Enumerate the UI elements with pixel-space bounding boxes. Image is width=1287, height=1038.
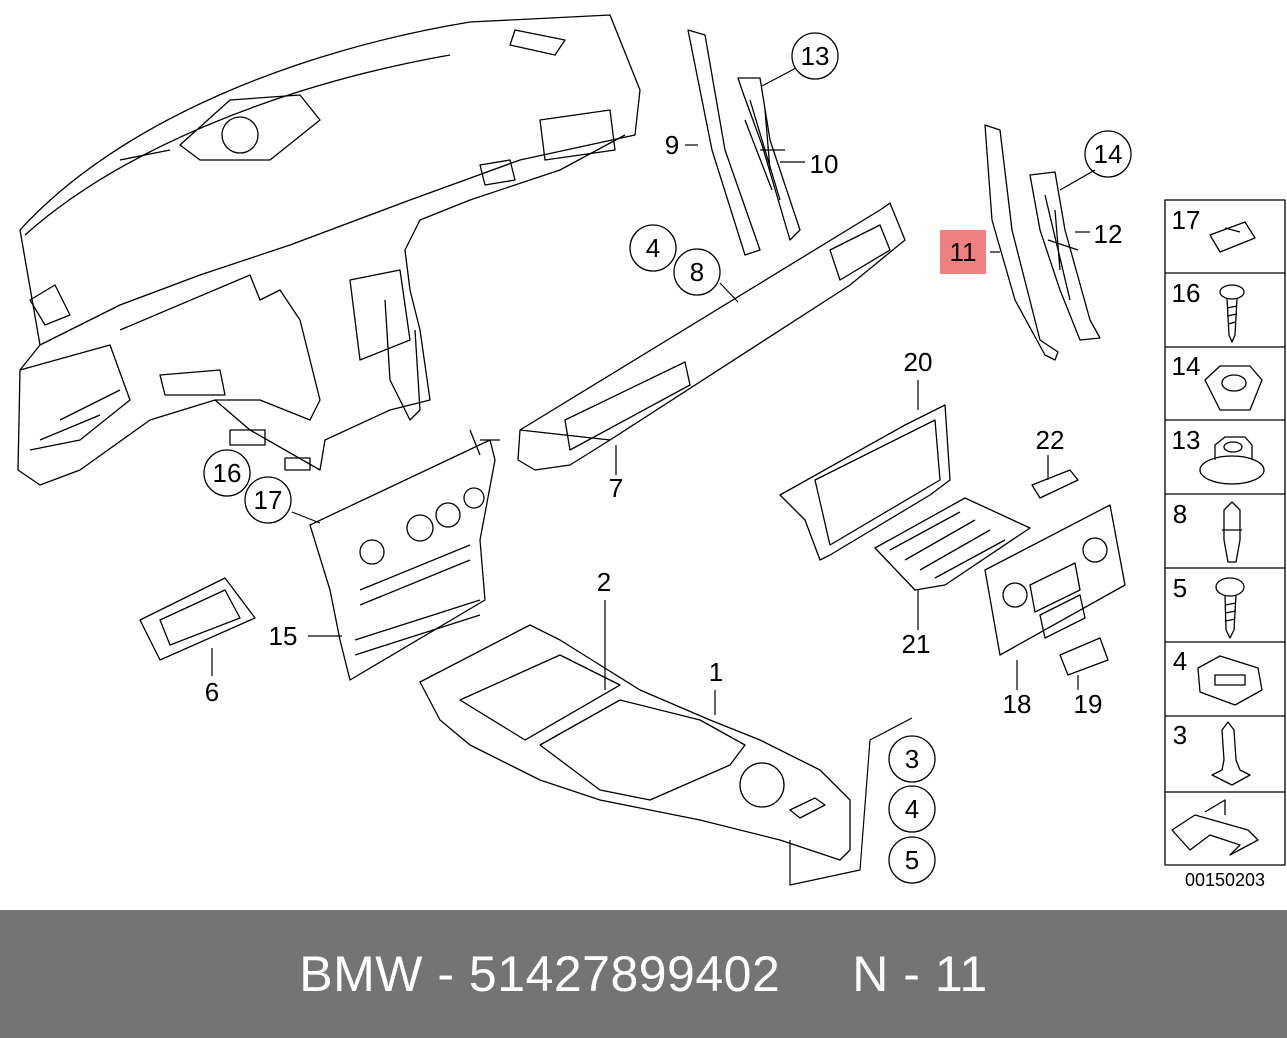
ref-label: N <box>852 946 889 1002</box>
ref-number: 11 <box>934 946 988 1002</box>
callout-10: 10 <box>810 149 839 179</box>
callout-18: 18 <box>1003 689 1032 719</box>
separator: - <box>422 946 469 1002</box>
callout-11: 11 <box>950 237 977 267</box>
callout-14: 14 <box>1094 139 1123 169</box>
callout-20: 20 <box>904 347 933 377</box>
part-19-cap <box>1059 637 1109 676</box>
callout-4: 4 <box>905 794 919 824</box>
dashboard-illustration <box>17 14 641 486</box>
part-21-mat <box>874 497 1031 591</box>
callout-16: 16 <box>213 458 242 488</box>
part-7-trim-strip <box>517 202 906 471</box>
callout-3: 3 <box>905 744 919 774</box>
leader-lines <box>211 67 1096 886</box>
sidebar-item-3: 3 <box>1173 720 1187 750</box>
part-18-panel <box>984 504 1126 656</box>
callout-7: 7 <box>609 473 623 503</box>
callout-1: 1 <box>709 657 723 687</box>
callout-11-highlight <box>940 230 986 274</box>
sidebar-legend <box>1164 199 1286 866</box>
separator: - <box>888 946 935 1002</box>
part-11-pillar-trim <box>984 124 1059 361</box>
part-15-center-panel <box>309 429 500 681</box>
hex-nut-icon <box>1204 365 1263 411</box>
stud-icon <box>1211 721 1251 786</box>
sidebar-item-14: 14 <box>1172 351 1201 381</box>
part-10-bracket <box>737 77 801 241</box>
part-6-trim <box>139 577 256 661</box>
callout-6: 6 <box>205 677 219 707</box>
part-12-bracket <box>1029 171 1101 341</box>
part-number: 51427899402 <box>468 946 781 1002</box>
callout-15: 15 <box>269 621 298 651</box>
part-info-banner: BMW - 51427899402 N - 11 <box>0 910 1287 1038</box>
callout-13: 13 <box>801 41 830 71</box>
callout-12: 12 <box>1094 219 1123 249</box>
part-22-cap <box>1031 469 1079 499</box>
sidebar-item-16: 16 <box>1172 278 1201 308</box>
part-20-frame <box>779 404 951 561</box>
sidebar-item-5: 5 <box>1173 573 1187 603</box>
clip-nut-icon <box>1209 221 1256 253</box>
flange-nut-icon <box>1199 436 1265 485</box>
spacer <box>780 945 852 1003</box>
part-1-center-console <box>419 624 851 861</box>
callout-19: 19 <box>1074 689 1103 719</box>
sidebar-item-13: 13 <box>1172 425 1201 455</box>
clip-icon <box>1197 655 1263 706</box>
screw-icon <box>1219 284 1245 343</box>
callout-9: 9 <box>665 130 679 160</box>
callout-17: 17 <box>254 485 283 515</box>
callout-2: 2 <box>597 567 611 597</box>
part-9-pillar-trim <box>687 29 761 256</box>
pin-icon <box>1222 501 1242 563</box>
direction-arrow-icon <box>1171 799 1259 856</box>
callout-4-top: 4 <box>646 233 660 263</box>
callout-8: 8 <box>690 257 704 287</box>
circled-callouts <box>203 32 1132 884</box>
sidebar-item-8: 8 <box>1173 499 1187 529</box>
callout-21: 21 <box>902 629 931 659</box>
callout-5: 5 <box>905 845 919 875</box>
sidebar-item-17: 17 <box>1172 205 1201 235</box>
callout-22: 22 <box>1036 425 1065 455</box>
diagram-code: 00150203 <box>1185 870 1265 890</box>
exploded-parts-diagram: 13 9 10 14 12 11 4 8 7 20 22 16 17 15 6 … <box>17 14 1286 890</box>
sidebar-item-4: 4 <box>1173 646 1187 676</box>
brand-label: BMW <box>299 946 423 1002</box>
washer-screw-icon <box>1215 577 1245 639</box>
